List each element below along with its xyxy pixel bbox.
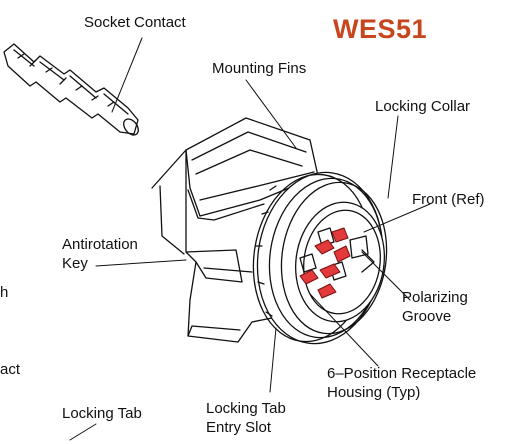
label-cut-act: act xyxy=(0,361,21,378)
label-mounting-fins: Mounting Fins xyxy=(212,60,307,77)
leader-socket-contact xyxy=(111,37,143,113)
label-polarizing-groove: Groove xyxy=(402,308,452,325)
mounting-fins xyxy=(185,117,319,221)
label-entry-slot-1: Locking Tab xyxy=(206,400,286,417)
contact-cavities xyxy=(299,227,351,299)
receptacle-body xyxy=(151,149,273,343)
label-locking-tab: Locking Tab xyxy=(62,405,142,422)
diagram-title: WES51 xyxy=(333,14,428,44)
label-socket-contact: Socket Contact xyxy=(84,14,186,31)
leader-housing xyxy=(309,293,379,367)
label-entry-slot-2: Entry Slot xyxy=(206,419,272,436)
label-antirotation-key: Key xyxy=(62,255,88,272)
leader-antirotation-key xyxy=(95,259,187,267)
leader-front-ref xyxy=(363,203,431,233)
leader-polarizing-groove xyxy=(361,251,411,301)
leader-entry-slot xyxy=(269,327,277,393)
socket-contact-pin xyxy=(3,43,139,136)
leader-locking-collar xyxy=(387,115,399,199)
label-receptacle: 6–Position Receptacle xyxy=(327,365,477,382)
label-front-ref: Front (Ref) xyxy=(412,191,485,208)
label-antirotation: Antirotation xyxy=(62,236,138,253)
leader-mounting-fins xyxy=(245,79,297,149)
label-locking-collar: Locking Collar xyxy=(375,98,471,115)
leader-lines xyxy=(69,37,431,441)
label-housing: Housing (Typ) xyxy=(327,384,421,401)
label-polarizing: Polarizing xyxy=(402,289,468,306)
leader-locking-tab xyxy=(69,423,97,441)
label-cut-h: h xyxy=(0,284,9,301)
